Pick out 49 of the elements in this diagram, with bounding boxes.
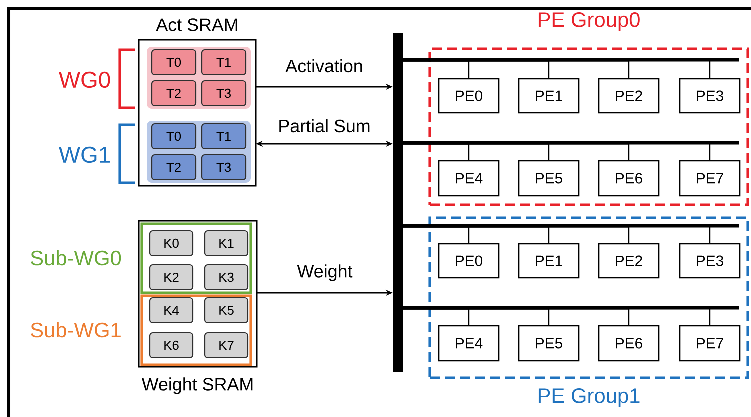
tile-box: T3 bbox=[201, 80, 247, 107]
bus-line bbox=[403, 58, 739, 79]
group-label: WG0 bbox=[59, 72, 110, 88]
group-frame bbox=[140, 222, 252, 294]
kernel-box: K5 bbox=[204, 297, 249, 324]
pe-box: PE1 bbox=[518, 243, 580, 279]
pe-box: PE3 bbox=[679, 243, 741, 279]
pe-box: PE2 bbox=[598, 78, 660, 114]
kernel-box: K3 bbox=[204, 264, 249, 291]
pe-box: PE4 bbox=[438, 160, 500, 197]
subgroup-label: Sub-WG1 bbox=[31, 322, 121, 338]
tile-box: T3 bbox=[201, 154, 247, 181]
tile-box: T0 bbox=[151, 123, 197, 150]
kernel-box: K2 bbox=[149, 264, 194, 291]
subgroup-label: Sub-WG0 bbox=[31, 250, 122, 266]
pe-box: PE6 bbox=[598, 325, 660, 362]
kernel-box: K0 bbox=[149, 230, 194, 257]
pe-box: PE4 bbox=[438, 325, 500, 362]
pe-box: PE2 bbox=[598, 243, 660, 279]
edge-label: Weight bbox=[296, 264, 354, 282]
group-title: PE Group0 bbox=[538, 12, 640, 32]
tile-box: T2 bbox=[151, 80, 197, 107]
bus-line bbox=[403, 141, 739, 161]
kernel-box: K4 bbox=[149, 297, 194, 324]
tile-box: T1 bbox=[201, 123, 247, 150]
group-title: PE Group1 bbox=[538, 388, 640, 408]
pe-box: PE0 bbox=[438, 243, 500, 279]
pe-box: PE6 bbox=[598, 160, 660, 197]
tile-box: T0 bbox=[151, 49, 197, 76]
pe-box: PE5 bbox=[518, 325, 580, 362]
edge-label: Partial Sum bbox=[277, 118, 372, 134]
memory-title: Weight SRAM bbox=[142, 378, 253, 394]
pe-box: PE7 bbox=[679, 160, 741, 197]
pe-box: PE5 bbox=[518, 160, 580, 197]
pe-box: PE0 bbox=[438, 78, 500, 114]
kernel-box: K6 bbox=[149, 332, 194, 359]
pe-box: PE7 bbox=[679, 325, 741, 362]
pe-box: PE3 bbox=[679, 78, 741, 114]
edge-label: Activation bbox=[284, 58, 364, 74]
kernel-box: K1 bbox=[204, 230, 249, 257]
group-label: WG1 bbox=[59, 146, 110, 164]
bus-line bbox=[403, 224, 739, 244]
kernel-box: K7 bbox=[204, 332, 249, 359]
tile-box: T2 bbox=[151, 154, 197, 181]
memory-title: Act SRAM bbox=[156, 18, 238, 32]
pe-box: PE1 bbox=[518, 78, 580, 114]
bus-line bbox=[403, 306, 739, 326]
tile-box: T1 bbox=[201, 49, 247, 76]
group-frame bbox=[140, 294, 252, 366]
